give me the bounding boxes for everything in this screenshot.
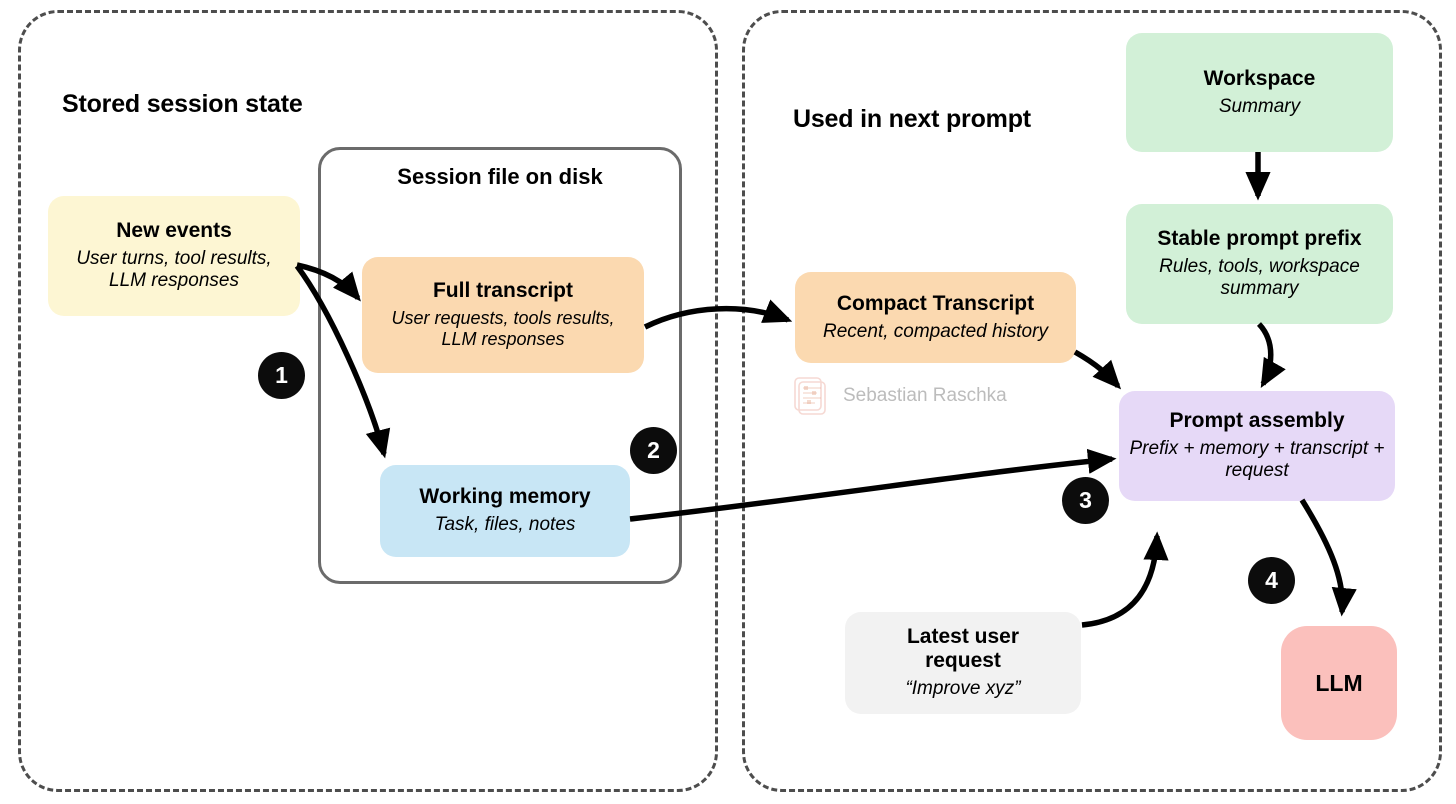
node-compact-transcript-subtitle: Recent, compacted history (823, 320, 1048, 342)
node-llm[interactable]: LLM (1281, 626, 1397, 740)
node-stable-prompt-prefix[interactable]: Stable prompt prefix Rules, tools, works… (1126, 204, 1393, 324)
node-prompt-assembly-title: Prompt assembly (1169, 408, 1345, 432)
watermark: Sebastian Raschka (790, 374, 1007, 418)
node-compact-transcript[interactable]: Compact Transcript Recent, compacted his… (795, 272, 1076, 363)
node-new-events-subtitle: User turns, tool results, LLM responses (76, 247, 272, 292)
node-full-transcript[interactable]: Full transcript User requests, tools res… (362, 257, 644, 373)
session-file-title: Session file on disk (397, 164, 603, 189)
panel-title-stored-session-state: Stored session state (62, 90, 303, 118)
node-stable-prompt-prefix-subtitle: Rules, tools, workspace summary (1159, 255, 1360, 300)
step-badge-1: 1 (258, 352, 305, 399)
node-workspace[interactable]: Workspace Summary (1126, 33, 1393, 152)
node-latest-user-request-title: Latest user request (906, 625, 1020, 673)
node-latest-user-request[interactable]: Latest user request “Improve xyz” (845, 612, 1081, 714)
step-badge-4: 4 (1248, 557, 1295, 604)
step-badge-3: 3 (1062, 477, 1109, 524)
panel-title-used-in-next-prompt: Used in next prompt (793, 105, 1031, 133)
panel-used-in-next-prompt (742, 10, 1442, 792)
node-workspace-title: Workspace (1203, 66, 1316, 90)
node-full-transcript-title: Full transcript (432, 278, 574, 302)
node-working-memory-subtitle: Task, files, notes (434, 514, 576, 536)
node-latest-user-request-subtitle: “Improve xyz” (905, 678, 1021, 700)
node-stable-prompt-prefix-title: Stable prompt prefix (1157, 226, 1362, 250)
panel-stored-session-state (18, 10, 718, 792)
node-new-events-title: New events (116, 218, 232, 242)
watermark-logo-icon (794, 377, 826, 415)
node-full-transcript-subtitle: User requests, tools results, LLM respon… (391, 307, 615, 350)
watermark-text: Sebastian Raschka (843, 385, 1007, 406)
node-working-memory[interactable]: Working memory Task, files, notes (380, 465, 630, 557)
node-new-events[interactable]: New events User turns, tool results, LLM… (48, 196, 300, 316)
node-workspace-subtitle: Summary (1218, 95, 1301, 117)
node-compact-transcript-title: Compact Transcript (836, 291, 1035, 315)
node-prompt-assembly[interactable]: Prompt assembly Prefix + memory + transc… (1119, 391, 1395, 501)
node-working-memory-title: Working memory (419, 485, 591, 509)
step-badge-2: 2 (630, 427, 677, 474)
node-llm-title: LLM (1315, 669, 1363, 696)
node-prompt-assembly-subtitle: Prefix + memory + transcript + request (1129, 437, 1385, 482)
